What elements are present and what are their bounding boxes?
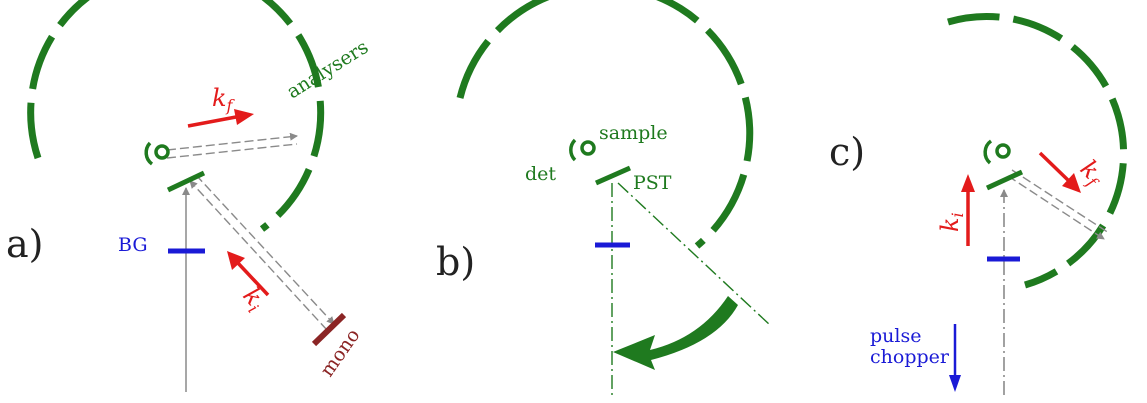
red-arrow-icon [1038,151,1081,193]
pst-c [985,169,1024,191]
panel-b-label: b) [436,240,475,284]
analyser-bank-b [456,0,754,249]
monochromator [311,312,347,347]
panel-a: a) analysers BG mono kf [6,0,372,392]
ki-label-a: ki [235,282,271,317]
blue-arrow-icon [949,324,961,392]
bg-label: BG [118,234,148,256]
sample-to-analyser-beam-c2 [1011,169,1110,234]
panel-c-label: c) [829,130,865,174]
ki-label-c: ki [936,212,967,232]
sample-to-mono-beam [195,174,335,325]
rotation-arrow-icon [613,296,738,370]
panel-b: b) sample det PST [436,0,771,395]
pst-label: PST [633,172,672,194]
sample-label: sample [599,122,668,144]
red-arrow-icon [961,174,975,246]
sample-icon [983,139,1011,165]
analyser-bank-c [947,12,1127,289]
mono-to-sample-beam [189,180,328,331]
pst-b [594,165,632,186]
analyser-bank-a [27,0,325,232]
pst-a [166,170,206,193]
panel-a-label: a) [6,222,43,266]
pulse-chopper-label-2: chopper [870,346,950,368]
sample-icon [144,141,170,166]
det-label: det [525,163,556,185]
scattering-axis-b [617,182,771,326]
analysers-label: analysers [283,36,372,103]
sample-to-analyser-beam-1 [166,132,298,151]
red-arrow-icon [227,251,270,297]
kf-label-a: kf [212,84,236,115]
sample-to-analyser-beam-c1 [1007,175,1105,240]
pulse-chopper-label-1: pulse [870,325,921,347]
panel-c: c) ki kf pulse chopper [829,12,1127,395]
sample-icon [569,138,596,162]
sample-to-analyser-beam-2 [166,143,298,159]
red-arrow-icon [187,109,254,128]
